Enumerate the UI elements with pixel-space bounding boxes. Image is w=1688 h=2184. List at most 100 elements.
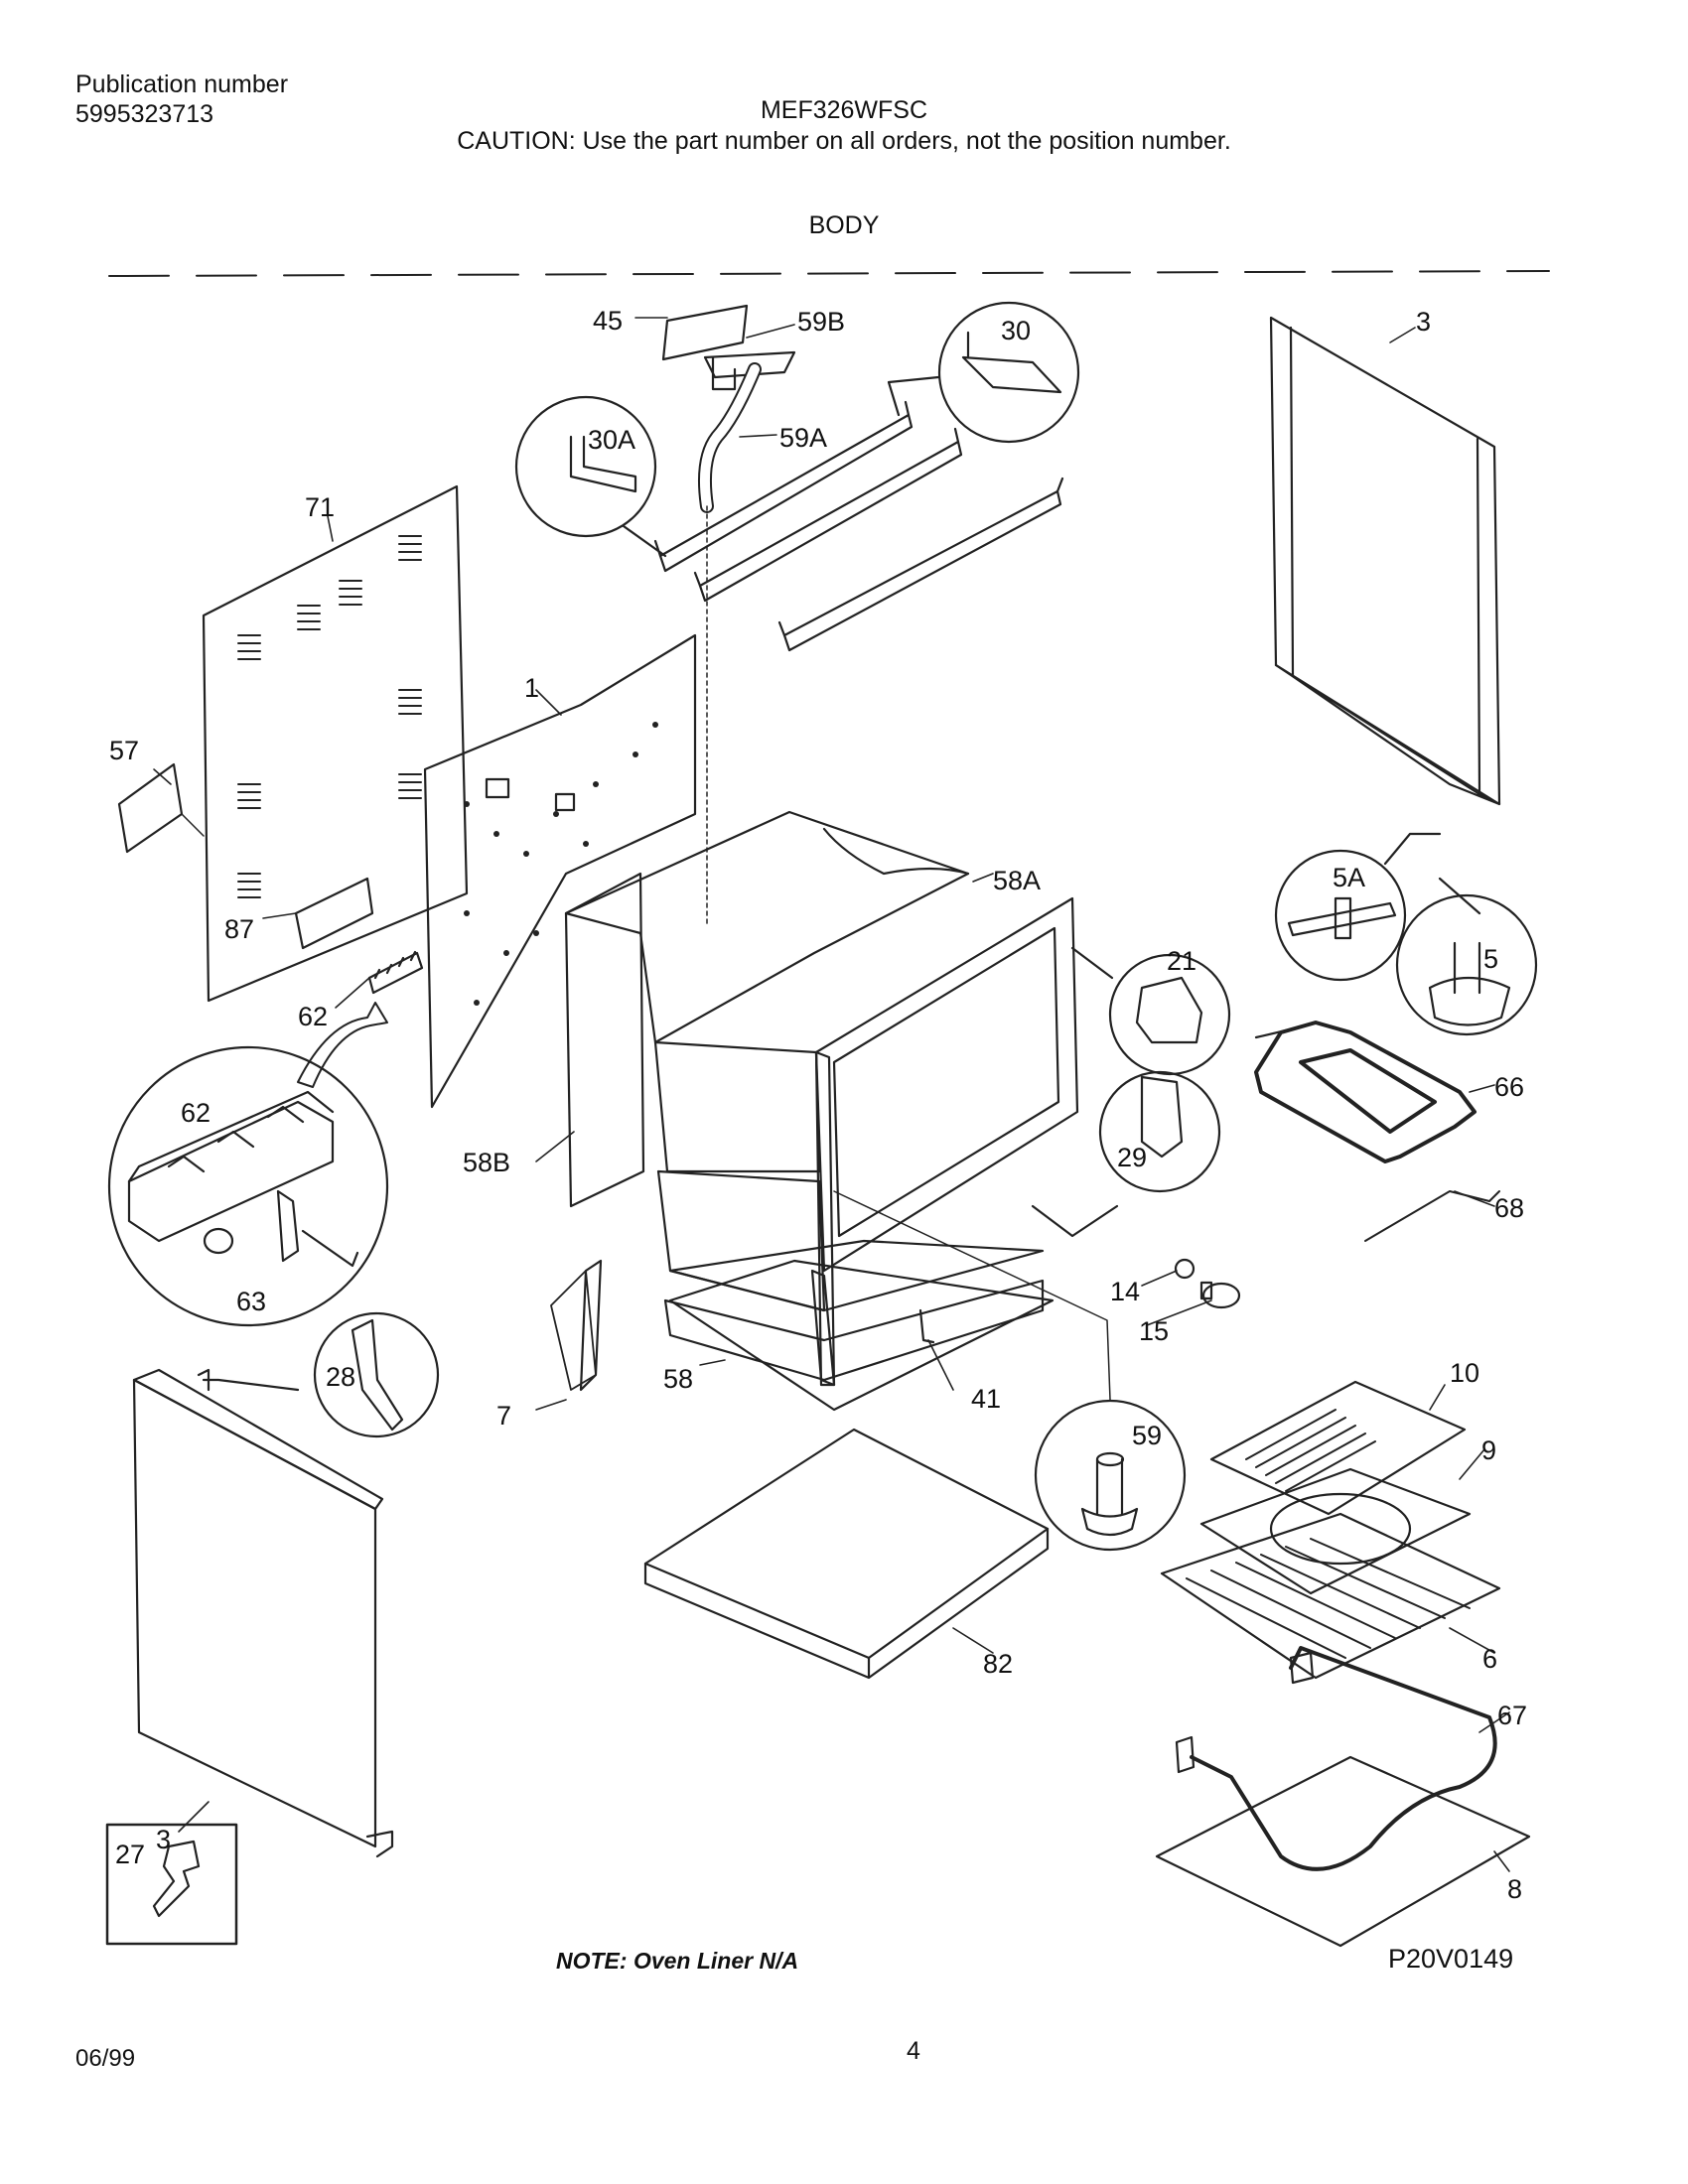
part-68-bracket <box>1364 1190 1500 1242</box>
detail-30A-circle <box>514 395 657 538</box>
part-10-broil-grid <box>1209 1380 1467 1516</box>
oven-liner-note: NOTE: Oven Liner N/A <box>556 1948 799 1974</box>
detail-28-part <box>351 1318 404 1432</box>
part-3-side-panel-top <box>1269 316 1501 806</box>
callout-29: 29 <box>1117 1143 1147 1172</box>
publication-date: 06/99 <box>75 2045 136 2072</box>
detail-59-circle <box>1034 1399 1187 1552</box>
part-58-bottom <box>668 1259 1055 1412</box>
section-title: BODY <box>808 211 880 239</box>
callout-1: 1 <box>524 673 539 703</box>
detail-5-part <box>1428 941 1511 1026</box>
callout-10: 10 <box>1450 1358 1479 1388</box>
caution-text: CAUTION: Use the part number on all orde… <box>457 127 1231 155</box>
part-57-plate <box>117 762 205 854</box>
callout-27: 27 <box>115 1840 145 1869</box>
arrow-62 <box>297 1002 388 1088</box>
callout-21: 21 <box>1167 946 1196 976</box>
callout-30: 30 <box>1001 316 1031 345</box>
part-7-hinge <box>550 1259 603 1392</box>
detail-62-part <box>127 1090 359 1268</box>
leader-lines <box>153 317 1510 1872</box>
callout-62: 62 <box>298 1002 328 1031</box>
callout-71: 71 <box>305 492 335 522</box>
publication-block: Publication number 5995323713 <box>75 69 288 129</box>
leader-59 <box>833 1190 1111 1401</box>
callout-68: 68 <box>1494 1193 1524 1223</box>
detail-30-part <box>961 331 1062 394</box>
leader-28 <box>202 1378 300 1392</box>
part-58B-side-panel <box>564 872 645 1208</box>
callout-62-detail: 62 <box>181 1098 211 1128</box>
callout-3-bottom: 3 <box>156 1825 171 1854</box>
callout-7: 7 <box>496 1401 511 1431</box>
detail-5A-part <box>1287 896 1397 940</box>
section-divider <box>108 270 1550 277</box>
callout-87: 87 <box>224 914 254 944</box>
part-87-bracket <box>294 877 374 950</box>
detail-28-circle <box>313 1311 440 1438</box>
detail-29-part <box>1140 1075 1184 1159</box>
lower-body <box>656 1169 1045 1382</box>
publication-label: Publication number <box>75 70 289 98</box>
callout-3-top: 3 <box>1416 307 1431 337</box>
detail-29-circle <box>1098 1070 1221 1193</box>
callout-63: 63 <box>236 1287 266 1316</box>
callout-45: 45 <box>593 306 623 336</box>
callout-57: 57 <box>109 736 139 765</box>
part-9-broil-pan <box>1199 1467 1472 1595</box>
callout-28: 28 <box>326 1362 355 1392</box>
callout-14: 14 <box>1110 1277 1140 1306</box>
callout-58B: 58B <box>463 1148 510 1177</box>
part-41-clip <box>918 1308 935 1344</box>
part-27-box <box>105 1823 238 1946</box>
detail-21-part <box>1135 976 1203 1044</box>
leader-30 <box>887 375 940 417</box>
callout-59: 59 <box>1132 1421 1162 1450</box>
callout-6: 6 <box>1482 1644 1497 1674</box>
model-number: MEF326WFSC <box>760 96 928 124</box>
callout-41: 41 <box>971 1384 1001 1414</box>
drawing-code: P20V0149 <box>1388 1944 1514 1974</box>
leader-5A <box>1383 832 1442 866</box>
leader-30A <box>622 524 667 558</box>
callout-9: 9 <box>1481 1435 1496 1465</box>
part-82-broiler-drawer <box>643 1428 1050 1680</box>
part-45-bracket <box>661 304 749 361</box>
leader-5 <box>1438 877 1481 915</box>
detail-21-circle <box>1108 953 1231 1076</box>
detail-5-circle <box>1395 893 1538 1036</box>
page-number: 4 <box>907 2037 920 2065</box>
callout-labels: 45 59B 30 30A 59A 3 71 1 57 58A 5A 5 87 … <box>109 306 1527 1904</box>
callout-5A: 5A <box>1333 863 1365 892</box>
part-71-rear-panel <box>202 484 469 1003</box>
callout-58A: 58A <box>993 866 1041 895</box>
oven-front-frame <box>653 896 1079 1387</box>
exploded-parts-diagram: 45 59B 30 30A 59A 3 71 1 57 58A 5A 5 87 … <box>105 270 1550 1948</box>
rails <box>653 400 1064 652</box>
detail-62-circle <box>107 1045 389 1327</box>
callout-30A: 30A <box>588 425 635 455</box>
part-27-clip <box>152 1840 201 1918</box>
detail-30A-part <box>569 435 637 493</box>
callout-66: 66 <box>1494 1072 1524 1102</box>
callout-59B: 59B <box>797 307 845 337</box>
detail-59-part <box>1080 1451 1139 1537</box>
callout-59A: 59A <box>779 423 827 453</box>
detail-5A-circle <box>1274 849 1407 982</box>
part-6-oven-rack <box>1160 1512 1501 1680</box>
leader-29 <box>1031 1204 1119 1238</box>
part-66-bake-element <box>1254 1021 1477 1163</box>
part-15-bulb <box>1199 1281 1241 1309</box>
part-3-door-panel <box>132 1368 394 1858</box>
callout-58: 58 <box>663 1364 693 1394</box>
callout-8: 8 <box>1507 1874 1522 1904</box>
callout-82: 82 <box>983 1649 1013 1679</box>
publication-number: 5995323713 <box>75 100 214 128</box>
part-62-terminal-block <box>367 950 424 995</box>
part-59B-clip <box>703 350 796 391</box>
part-1-back-wall <box>423 633 697 1109</box>
part-67-bake-element <box>1175 1646 1497 1871</box>
detail-30-circle <box>937 301 1080 444</box>
part-59A-tube <box>698 362 762 924</box>
